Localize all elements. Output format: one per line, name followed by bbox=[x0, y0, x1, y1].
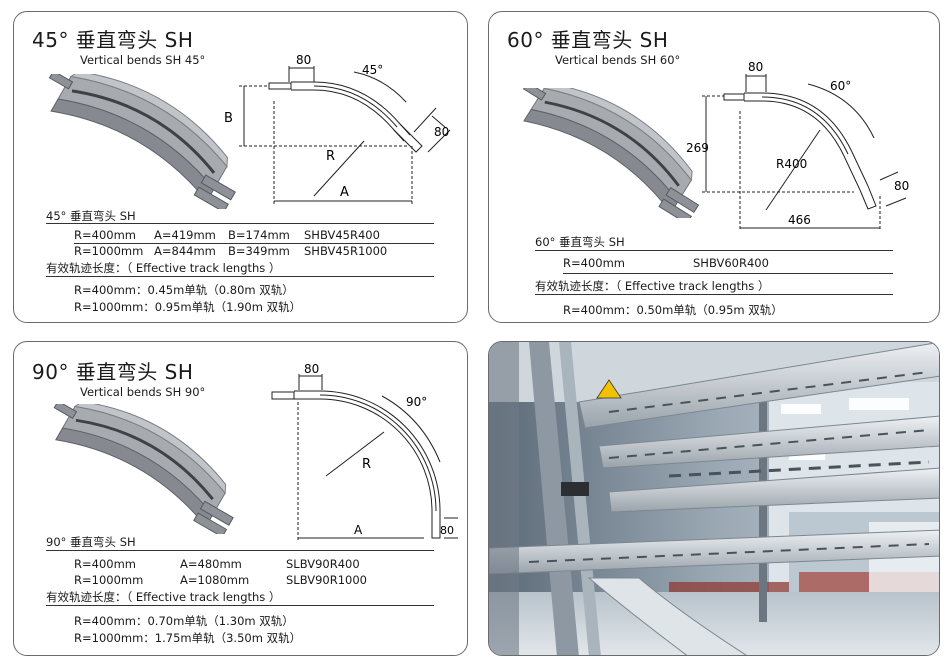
dimension-drawing: 80 45° 80 B R A bbox=[224, 53, 451, 206]
dim-height: 269 bbox=[686, 141, 709, 155]
conveyor-photo bbox=[488, 341, 940, 656]
dim-width: 466 bbox=[788, 213, 811, 227]
row-r: R=1000mm bbox=[74, 573, 144, 587]
panel-title: 90° 垂直弯头 SH bbox=[32, 360, 194, 384]
dimension-drawing: 80 90° 80 R A bbox=[271, 362, 458, 542]
divider bbox=[46, 550, 434, 551]
dim-r: R400 bbox=[776, 157, 807, 171]
dim-b: B bbox=[224, 111, 233, 126]
row-r: R=1000mm bbox=[74, 244, 144, 258]
panel-title: 45° 垂直弯头 SH bbox=[32, 28, 194, 52]
dim-r: R bbox=[362, 457, 371, 472]
dim-angle: 90° bbox=[406, 395, 427, 409]
row-a: A=480mm bbox=[180, 557, 242, 571]
bend-part-image bbox=[53, 404, 234, 534]
panel-90-bend: 90° 垂直弯头 SH Vertical bends SH 90° 80 bbox=[13, 341, 468, 656]
table-heading: 90° 垂直弯头 SH bbox=[46, 535, 136, 549]
dimension-drawing: 80 60° 80 269 R400 466 bbox=[686, 60, 909, 231]
effective-length-label: 有效轨迹长度：（ Effective track lengths ） bbox=[46, 590, 281, 604]
row-code: SLBV90R400 bbox=[286, 557, 360, 571]
divider bbox=[46, 276, 434, 277]
divider bbox=[74, 243, 434, 244]
dim-end: 80 bbox=[894, 179, 909, 193]
table-heading: 45° 垂直弯头 SH bbox=[46, 209, 136, 223]
effective-length-label: 有效轨迹长度：（ Effective track lengths ） bbox=[535, 279, 770, 293]
dim-end: 80 bbox=[440, 524, 454, 537]
dim-angle: 45° bbox=[362, 63, 383, 77]
dim-top: 80 bbox=[304, 362, 319, 376]
row-b: B=174mm bbox=[228, 228, 290, 242]
row-code: SLBV90R1000 bbox=[286, 573, 367, 587]
panel-subtitle: Vertical bends SH 60° bbox=[555, 53, 681, 67]
bend-part-image bbox=[48, 74, 236, 209]
row-a: A=844mm bbox=[154, 244, 216, 258]
bend-part-image bbox=[522, 88, 700, 218]
divider bbox=[46, 223, 434, 224]
row-code: SHBV60R400 bbox=[693, 256, 769, 270]
row-a: A=419mm bbox=[154, 228, 216, 242]
panel-45-bend: 45° 垂直弯头 SH Vertical bends SH 45° bbox=[13, 11, 468, 323]
row-b: B=349mm bbox=[228, 244, 290, 258]
row-r: R=400mm bbox=[74, 557, 136, 571]
row-code: SHBV45R400 bbox=[304, 228, 380, 242]
effective-length-label: 有效轨迹长度：（ Effective track lengths ） bbox=[46, 261, 281, 275]
dim-end: 80 bbox=[434, 125, 449, 139]
dim-angle: 60° bbox=[830, 79, 851, 93]
divider bbox=[46, 605, 434, 606]
dim-top: 80 bbox=[748, 60, 763, 74]
dim-top: 80 bbox=[296, 53, 311, 67]
divider bbox=[535, 250, 893, 251]
divider bbox=[563, 273, 893, 274]
dim-a: A bbox=[354, 523, 363, 537]
dim-r: R bbox=[326, 149, 335, 164]
panel-subtitle: Vertical bends SH 90° bbox=[80, 385, 206, 399]
row-a: A=1080mm bbox=[180, 573, 250, 587]
row-r: R=400mm bbox=[74, 228, 136, 242]
effective-length-value: R=1000mm：0.95m单轨（1.90m 双轨） bbox=[74, 300, 302, 314]
effective-length-value: R=400mm：0.50m单轨（0.95m 双轨） bbox=[563, 303, 783, 317]
dim-a: A bbox=[340, 185, 349, 200]
panel-60-bend: 60° 垂直弯头 SH Vertical bends SH 60° bbox=[488, 11, 940, 323]
table-heading: 60° 垂直弯头 SH bbox=[535, 235, 625, 249]
divider bbox=[535, 294, 893, 295]
effective-length-value: R=400mm：0.45m单轨（0.80m 双轨） bbox=[74, 283, 294, 297]
factory-conveyor-image bbox=[489, 342, 939, 655]
panel-title: 60° 垂直弯头 SH bbox=[507, 28, 669, 52]
row-code: SHBV45R1000 bbox=[304, 244, 388, 258]
panel-subtitle: Vertical bends SH 45° bbox=[80, 53, 206, 67]
effective-length-value: R=400mm：0.70m单轨（1.30m 双轨） bbox=[74, 614, 294, 628]
effective-length-value: R=1000mm：1.75m单轨（3.50m 双轨） bbox=[74, 631, 302, 645]
row-r: R=400mm bbox=[563, 256, 625, 270]
